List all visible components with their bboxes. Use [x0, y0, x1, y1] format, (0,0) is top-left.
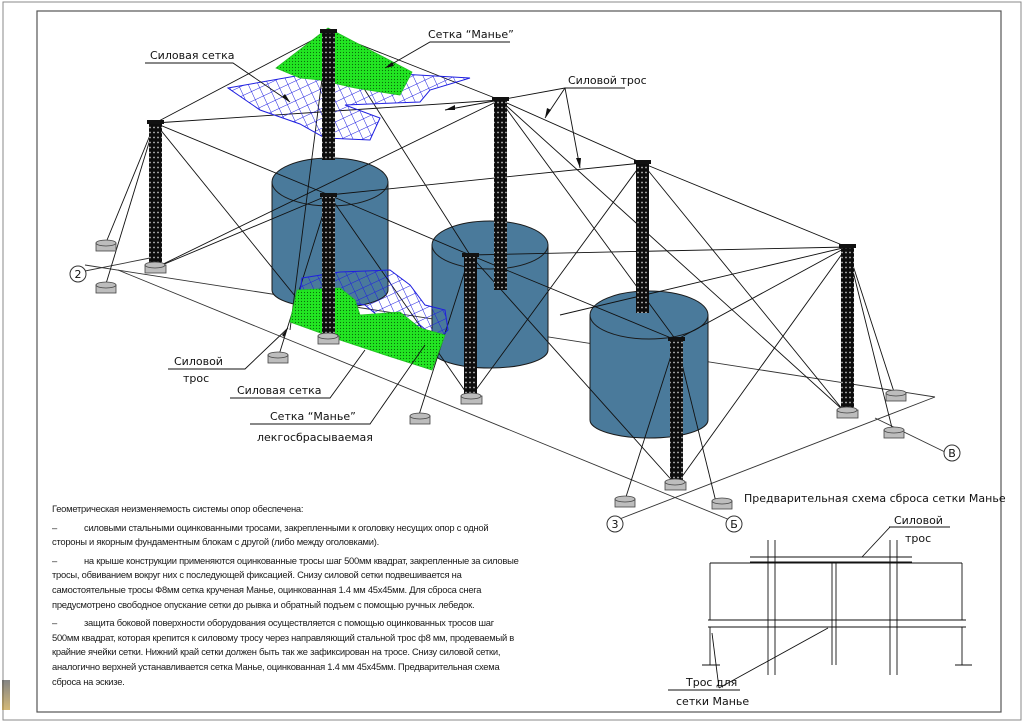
- anchor-block: [460, 392, 483, 405]
- tower: [839, 244, 856, 412]
- power-net-top: [226, 69, 471, 141]
- notes-item: –силовыми стальными оцинкованными тросам…: [52, 521, 489, 548]
- svg-text:3: 3: [612, 518, 619, 531]
- tower: [320, 193, 337, 340]
- tank-2: [431, 220, 549, 369]
- notes-item: –на крыше конструкции применяются оцинко…: [52, 554, 519, 610]
- notes-heading: Геометрическая неизменяемость системы оп…: [52, 503, 304, 514]
- anchor-block: [883, 426, 905, 439]
- anchor-block: [144, 261, 167, 274]
- anchor-block: [95, 239, 117, 252]
- axis-marker-b: Б: [725, 515, 743, 533]
- towers: [147, 29, 856, 485]
- anchor-block: [317, 332, 340, 345]
- tower: [462, 253, 479, 400]
- label-power-cable-left-2: трос: [183, 372, 209, 385]
- tower: [492, 97, 509, 290]
- label-manier-net-bottom-1: Сетка “Манье”: [270, 410, 356, 423]
- anchor-block: [836, 406, 859, 419]
- anchor-block: [614, 495, 636, 508]
- label-power-cable-left-1: Силовой: [174, 355, 223, 368]
- scheme-label-manier-2: сетки Манье: [676, 695, 749, 708]
- axis-marker-3: 3: [606, 515, 624, 533]
- scheme-label-cable-1: Силовой: [894, 514, 943, 527]
- scheme-label-cable-2: трос: [905, 532, 931, 545]
- anchor-block: [95, 281, 117, 294]
- scheme-title: Предварительная схема сброса сетки Манье: [744, 492, 1006, 505]
- tower: [634, 160, 651, 313]
- svg-text:2: 2: [75, 268, 82, 281]
- label-manier-net-bottom-2: лекгосбрасываемая: [257, 431, 373, 444]
- anchor-block: [664, 478, 687, 491]
- anchor-block: [885, 389, 907, 402]
- label-power-cable-top: Силовой трос: [568, 74, 647, 87]
- notes-block: Геометрическая неизменяемость системы оп…: [52, 502, 522, 693]
- anchor-blocks: [95, 239, 907, 510]
- notes-item: –защита боковой поверхности оборудования…: [52, 617, 515, 687]
- drop-scheme-drawing: [668, 526, 972, 691]
- label-power-net-top: Силовая сетка: [150, 49, 235, 62]
- inner-frame: [36, 10, 1002, 713]
- tower: [320, 29, 337, 160]
- anchor-block: [267, 351, 289, 364]
- anchor-block: [409, 412, 431, 425]
- tanks: [271, 157, 709, 439]
- side-stamp: [2, 680, 10, 710]
- label-manier-net-top: Сетка “Манье”: [428, 28, 514, 41]
- tower: [668, 337, 685, 485]
- tower: [147, 120, 164, 268]
- axis-marker-2: 2: [69, 265, 87, 283]
- svg-text:В: В: [948, 447, 956, 460]
- svg-text:Б: Б: [730, 518, 738, 531]
- label-power-net-bottom: Силовая сетка: [237, 384, 322, 397]
- leader-arrowheads: [282, 62, 581, 337]
- manier-net-top: [275, 27, 413, 96]
- leader-lines: [145, 41, 625, 425]
- anchor-block: [711, 497, 733, 510]
- scheme-label-manier-1: Трос для: [685, 676, 737, 689]
- axis-marker-v: В: [943, 444, 961, 462]
- tank-3: [589, 290, 709, 439]
